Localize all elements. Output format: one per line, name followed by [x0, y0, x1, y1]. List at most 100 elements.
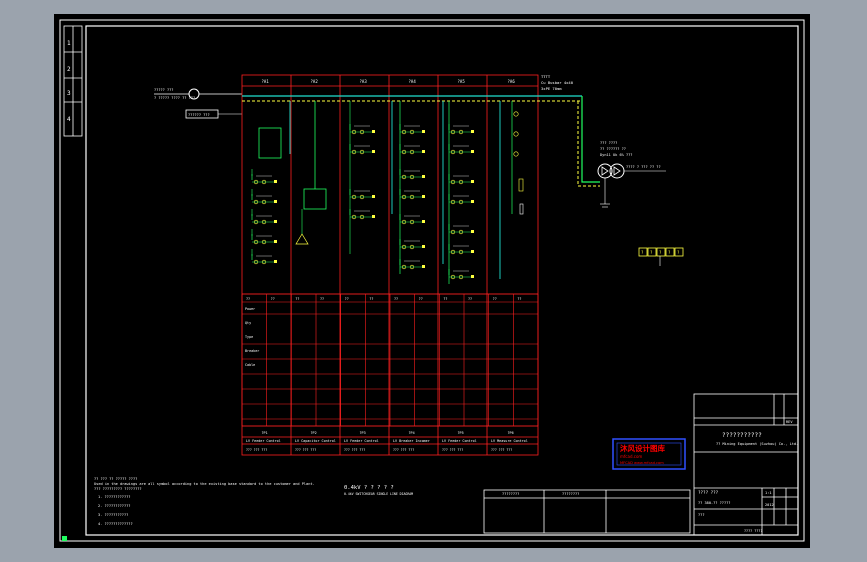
panel-tag: ?P4 [409, 431, 415, 435]
feeder-circuits [251, 101, 524, 284]
schedule-row-label: Power [245, 307, 255, 311]
panel-name: LV Breaker Incomer [393, 439, 430, 443]
legend-box [656, 247, 666, 257]
panel-bottom-ref: ??? ??? ??? [295, 448, 316, 452]
drawing-date: 2012 [765, 503, 774, 507]
terminal-icon [274, 180, 277, 183]
terminal-icon [471, 130, 474, 133]
panel-name: LV Feeder Control [246, 439, 281, 443]
notes-intro: Used in the drawings are all symbol acco… [94, 482, 315, 486]
meter-icon [513, 111, 519, 117]
terminal-icon [422, 265, 425, 268]
schedule-header: ?? [295, 297, 299, 301]
surge-arrester-icon [518, 178, 524, 192]
panel-name: LV Feeder Control [442, 439, 477, 443]
legend-box [647, 247, 657, 257]
drawing-title: ???? ??? [698, 490, 719, 495]
terminal-icon [422, 220, 425, 223]
drawing-caption: 0.4kV ? ? ? ? ? [344, 485, 394, 491]
fuse-icon [519, 203, 524, 215]
transformer-label: ???? ? ??? ?? ?? [626, 165, 661, 169]
legend-symbol: ? [677, 250, 680, 255]
schedule-header: ?? [493, 297, 497, 301]
feeder-schedule-table: ????????????????????????PowerQtyTypeBrea… [241, 293, 539, 427]
watermark-stamp: 沐风设计图库 mfcad.com MFCAD www.mfcad.com [612, 438, 686, 470]
inner-border [85, 25, 799, 536]
meter-icon [513, 151, 519, 157]
schedule-header: ?? [419, 297, 423, 301]
legend-symbol: ? [650, 250, 653, 255]
drawing-number: ?? 380-?? ????? [698, 501, 730, 505]
terminal-icon [471, 230, 474, 233]
origin-marker [62, 536, 67, 541]
legend-symbol: ? [641, 250, 644, 255]
panel-header-code: ?A4 [409, 79, 417, 84]
scale-label: ??? [698, 513, 705, 517]
legend-box [674, 247, 684, 257]
busbar-note: Cu Busbar 4x40 [541, 80, 574, 85]
panel-header-code: ?A3 [360, 79, 368, 84]
title-footer: ???? ???? [744, 529, 762, 533]
zone-mark: 3 [67, 90, 71, 97]
note-item: 2. ???????????? [98, 504, 130, 508]
panel-bottom-ref: ??? ??? ??? [491, 448, 512, 452]
terminal-icon [422, 130, 425, 133]
schedule-header: ?? [345, 297, 349, 301]
transformer-pe [577, 101, 600, 187]
panel-tag: ?P2 [311, 431, 317, 435]
panel-header-code: ?A5 [458, 79, 466, 84]
symbol-legend: ????? [638, 247, 684, 266]
terminal-icon [274, 240, 277, 243]
note-item: 1. ???????????? [98, 495, 130, 499]
schedule-header: ?? [246, 297, 250, 301]
meter-icon [513, 131, 519, 137]
panel-tag: ?P6 [508, 431, 514, 435]
terminal-icon [274, 260, 277, 263]
schedule-header: ?? [271, 297, 275, 301]
terminal-icon [471, 275, 474, 278]
terminal-icon [372, 130, 375, 133]
transformer-label: ??? ???? [600, 141, 617, 145]
approval-block [483, 489, 691, 534]
panel-bottom-ref: ??? ??? ??? [442, 448, 463, 452]
panel-name: LV Capacitor Control [295, 439, 336, 443]
panel-name: LV Feeder Control [344, 439, 379, 443]
incoming-label: ????? ??? [154, 88, 173, 92]
legend-symbol: ? [659, 250, 662, 255]
approval-label: ???????? [502, 492, 519, 496]
panel-bottom-ref: ??? ??? ??? [246, 448, 267, 452]
terminal-icon [274, 220, 277, 223]
legend-symbol: ? [668, 250, 671, 255]
title-block [693, 393, 799, 536]
schedule-row-label: Type [245, 335, 253, 339]
note-item: 4. ????????????? [98, 522, 133, 526]
terminal-icon [372, 195, 375, 198]
sheet-scale: 1:1 [765, 491, 772, 495]
panel-header-code: ?A2 [311, 79, 319, 84]
outer-border [59, 19, 805, 542]
schedule-header: ?? [443, 297, 447, 301]
incoming-label: ? ????? ???? ?? ??? [154, 96, 195, 100]
panel-header-code: ?A1 [262, 79, 270, 84]
terminal-icon [274, 200, 277, 203]
watermark-url: MFCAD www.mfcad.com [620, 461, 664, 465]
terminal-icon [372, 215, 375, 218]
revision-header: REV [786, 420, 793, 424]
transformer-feeder [581, 96, 600, 183]
terminal-icon [372, 150, 375, 153]
terminal-icon [471, 200, 474, 203]
panel-bottom-ref: ??? ??? ??? [393, 448, 414, 452]
terminal-icon [471, 150, 474, 153]
terminal-icon [422, 245, 425, 248]
zone-mark: 2 [67, 66, 71, 73]
incoming-box-label: ?????? ??? [188, 113, 210, 117]
left-zone-strip [63, 25, 83, 137]
company-en: ?? Mining Equipment (Suzhou) Co., Ltd. [716, 442, 798, 446]
panel-name: LV Measure Control [491, 439, 528, 443]
schedule-row-label: Breaker [245, 349, 259, 353]
panel-dividers [290, 75, 488, 455]
legend-box [665, 247, 675, 257]
capacitor-frame [258, 127, 282, 159]
schedule-header: ?? [320, 297, 324, 301]
